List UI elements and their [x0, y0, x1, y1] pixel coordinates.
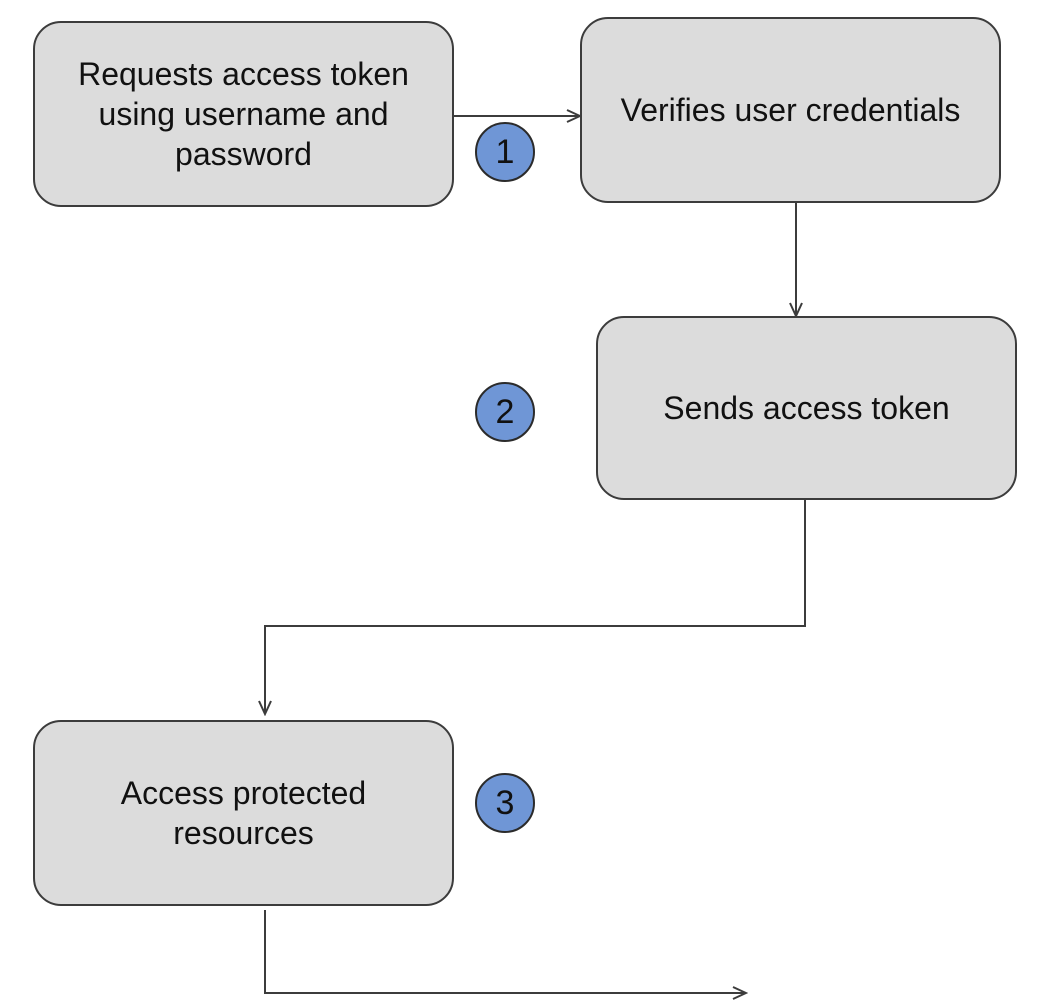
step-badge-3: 3 [475, 773, 535, 833]
node-send-label: Sends access token [663, 390, 950, 426]
connector-access-outgoing [264, 910, 746, 993]
node-verify-credentials: Verifies user credentials [580, 17, 1001, 203]
node-request-label: Requests access token using username and… [78, 56, 409, 172]
step-badge-2: 2 [475, 382, 535, 442]
connector-send-to-access [265, 500, 806, 714]
node-verify-label: Verifies user credentials [620, 92, 961, 128]
step-badge-3-number: 3 [495, 783, 515, 822]
step-badge-1-number: 1 [495, 132, 515, 171]
node-request-access-token: Requests access token using username and… [33, 21, 454, 207]
step-badge-2-number: 2 [495, 392, 515, 431]
step-badge-1: 1 [475, 122, 535, 182]
node-access-label: Access protected resources [120, 775, 367, 851]
node-send-access-token: Sends access token [596, 316, 1017, 500]
node-access-protected-resources: Access protected resources [33, 720, 454, 906]
